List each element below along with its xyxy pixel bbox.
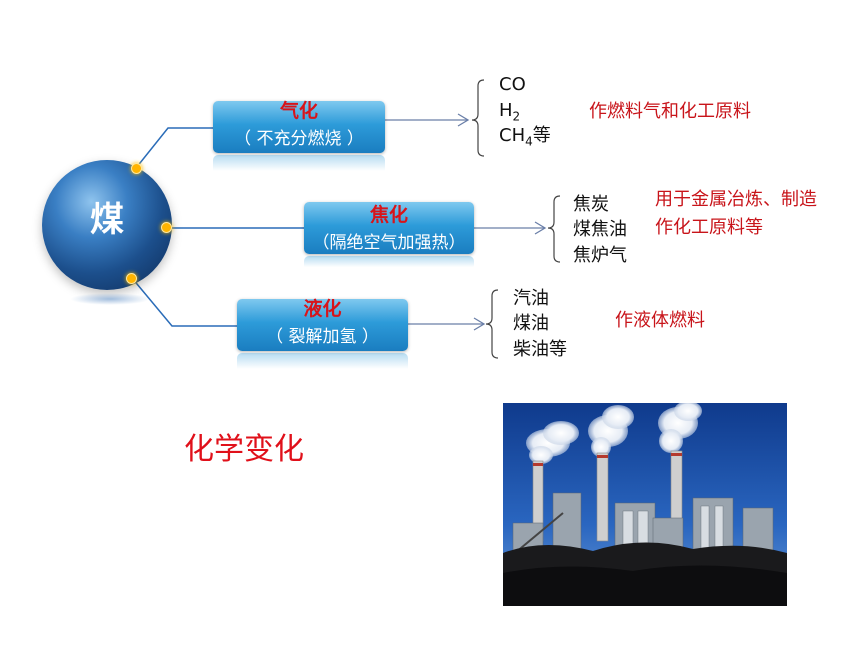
liquefaction-box [237,299,408,351]
globe-shadow [70,293,150,305]
product-coke: 焦炭 [573,194,609,215]
gasification-title: 气化 [279,100,318,122]
power-plant-photo [503,403,787,606]
node-dot-middle [161,222,172,233]
gasification-box [213,101,385,153]
use-liquefaction: 作液体燃料 [615,310,705,331]
arrow-liquefaction [408,317,486,331]
coking-box-reflection [304,256,474,270]
product-gasoline: 汽油 [513,288,549,309]
product-ch4: CH4等 [499,125,551,149]
bracket-gasification [471,79,485,157]
arrow-coking [474,221,547,235]
liquefaction-box-reflection [237,353,408,373]
product-diesel: 柴油等 [513,339,567,360]
coking-condition: （隔绝空气加强热） [312,233,466,253]
use-coking-line1: 用于金属冶炼、制造 [655,189,817,210]
coking-title: 焦化 [369,204,408,226]
coal-label: 煤 [90,200,124,240]
gasification-condition: （ 不充分燃烧 ） [234,129,364,149]
bracket-liquefaction [485,289,499,359]
coal-globe [42,160,172,290]
arrow-gasification [385,113,470,127]
connector-liquefaction [131,277,237,327]
bracket-coking [547,195,561,263]
product-kerosene: 煤油 [513,313,549,334]
summary-label: 化学变化 [184,432,304,467]
liquefaction-title: 液化 [303,298,342,320]
connector-gasification [135,127,214,169]
node-dot-top [131,163,142,174]
use-gasification: 作燃料气和化工原料 [589,101,751,122]
coking-box [304,202,474,254]
node-dot-bottom [126,273,137,284]
product-h2: H2 [499,100,521,124]
product-co: CO [499,74,526,95]
product-coal-tar: 煤焦油 [573,219,627,240]
use-coking-line2: 作化工原料等 [655,217,763,238]
gasification-box-reflection [213,155,385,175]
liquefaction-condition: （ 裂解加氢 ） [266,327,379,347]
product-coke-oven-gas: 焦炉气 [573,245,627,266]
